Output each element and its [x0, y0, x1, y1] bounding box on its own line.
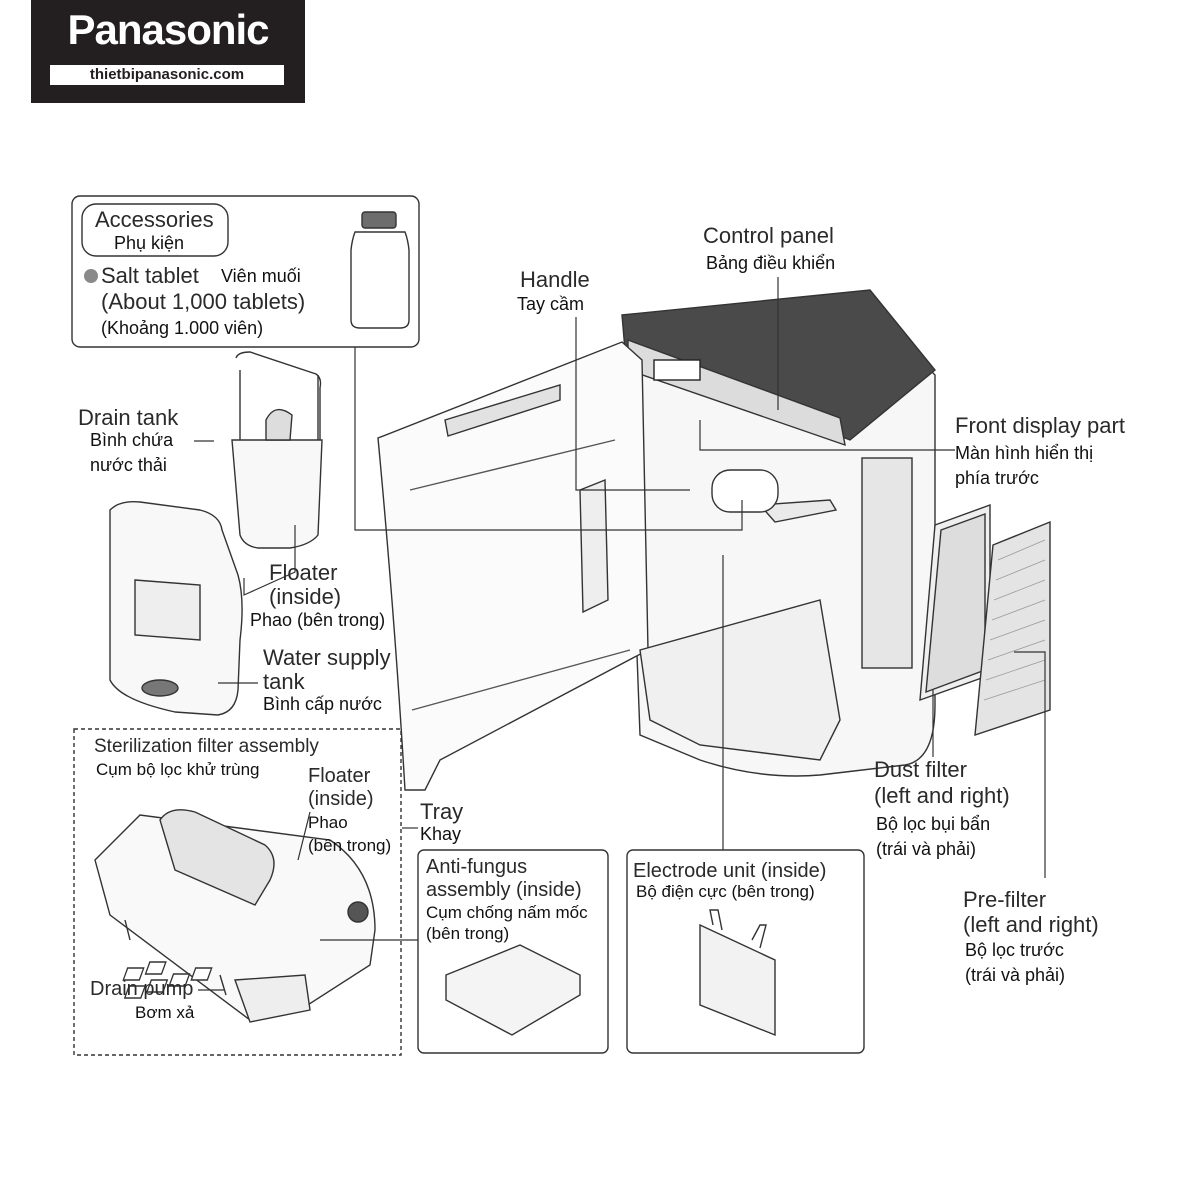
front-display-label-vn-1: Màn hình hiển thị — [955, 443, 1094, 463]
sterilization-cylinder — [711, 469, 779, 513]
dust-filter-label-vn: Bộ lọc bụi bẩn — [876, 814, 991, 834]
antifungus-label-vn-2: (bên trong) — [426, 924, 510, 943]
electrode-label: Electrode unit (inside) — [633, 860, 827, 882]
floater-label-2: (inside) — [269, 584, 342, 609]
logo-site: thietbipanasonic.com — [89, 66, 245, 83]
drain-tank-label-vn-1: Bình chứa — [90, 430, 174, 450]
prefilter-label-vn: Bộ lọc trước — [965, 940, 1064, 960]
front-display-label-vn-2: phía trước — [955, 468, 1039, 488]
prefilter-panel — [974, 520, 1051, 737]
salt-tablet-label-vn: Viên muối — [221, 266, 301, 286]
sterilization-assembly — [94, 809, 376, 1023]
drain-tank — [231, 351, 323, 549]
drain-pump-label: Drain pump — [90, 978, 194, 1000]
salt-bottle-icon — [350, 211, 410, 329]
prefilter-label-2: (left and right) — [963, 912, 1099, 937]
tray-label-vn: Khay — [420, 824, 462, 844]
sterilization-label-vn: Cụm bộ lọc khử trùng — [96, 760, 260, 779]
logo-brand: Panasonic — [67, 6, 269, 53]
antifungus-label: Anti-fungus — [426, 856, 528, 878]
tray — [639, 599, 841, 761]
antifungus-label-vn: Cụm chống nấm mốc — [426, 903, 588, 922]
accessories-heading: Accessories — [95, 207, 214, 232]
drain-tank-label: Drain tank — [78, 405, 179, 430]
accessories-heading-vn: Phụ kiện — [114, 233, 185, 253]
handle — [758, 499, 838, 523]
front-door — [377, 341, 649, 791]
logo-url-box: thietbipanasonic.com — [50, 65, 284, 85]
handle-label-vn: Tay cầm — [517, 294, 585, 314]
tray-label: Tray — [420, 799, 464, 824]
front-display-label: Front display part — [955, 413, 1125, 438]
antifungus-part — [122, 944, 581, 1036]
drain-pump-label-vn: Bơm xả — [135, 1003, 195, 1022]
salt-tablet-qty-vn: (Khoảng 1.000 viên) — [101, 318, 264, 338]
dust-filter-label: Dust filter — [874, 757, 967, 782]
drain-tank-label-vn-2: nước thải — [90, 455, 167, 475]
water-supply-tank — [109, 500, 243, 716]
electrode-label-vn: Bộ điện cực (bên trong) — [636, 882, 815, 901]
dust-filter-label-2: (left and right) — [874, 783, 1010, 808]
floater2-label-vn-2: (bên trong) — [308, 836, 392, 855]
prefilter-label: Pre-filter — [963, 887, 1047, 912]
bullet-icon — [84, 269, 98, 283]
salt-tablet-qty: (About 1,000 tablets) — [101, 289, 306, 314]
floater2-label: Floater — [308, 765, 371, 787]
floater2-label-vn: Phao — [308, 813, 348, 832]
floater-label: Floater — [269, 560, 338, 585]
leader-lines — [194, 277, 1046, 991]
handle-label: Handle — [520, 267, 590, 292]
prefilter-label-vn-2: (trái và phải) — [965, 965, 1066, 985]
control-panel-label: Control panel — [703, 223, 834, 248]
water-supply-label: Water supply — [263, 645, 391, 670]
dust-filter-label-vn-2: (trái và phải) — [876, 839, 977, 859]
electrode-part — [699, 909, 776, 1037]
panasonic-logo: Panasonic thietbipanasonic.com — [31, 0, 305, 103]
water-supply-label-2: tank — [263, 669, 305, 694]
sterilization-label: Sterilization filter assembly — [94, 736, 319, 757]
control-panel-label-vn: Bảng điều khiển — [706, 253, 836, 273]
salt-tablet-label: Salt tablet — [101, 263, 199, 288]
accessories-heading-box — [81, 203, 229, 257]
antifungus-label-2: assembly (inside) — [426, 879, 582, 901]
sterilization-box — [73, 728, 402, 1056]
floater2-label-2: (inside) — [308, 788, 374, 810]
water-supply-label-vn: Bình cấp nước — [263, 694, 382, 714]
floater-label-vn: Phao (bên trong) — [250, 610, 386, 630]
